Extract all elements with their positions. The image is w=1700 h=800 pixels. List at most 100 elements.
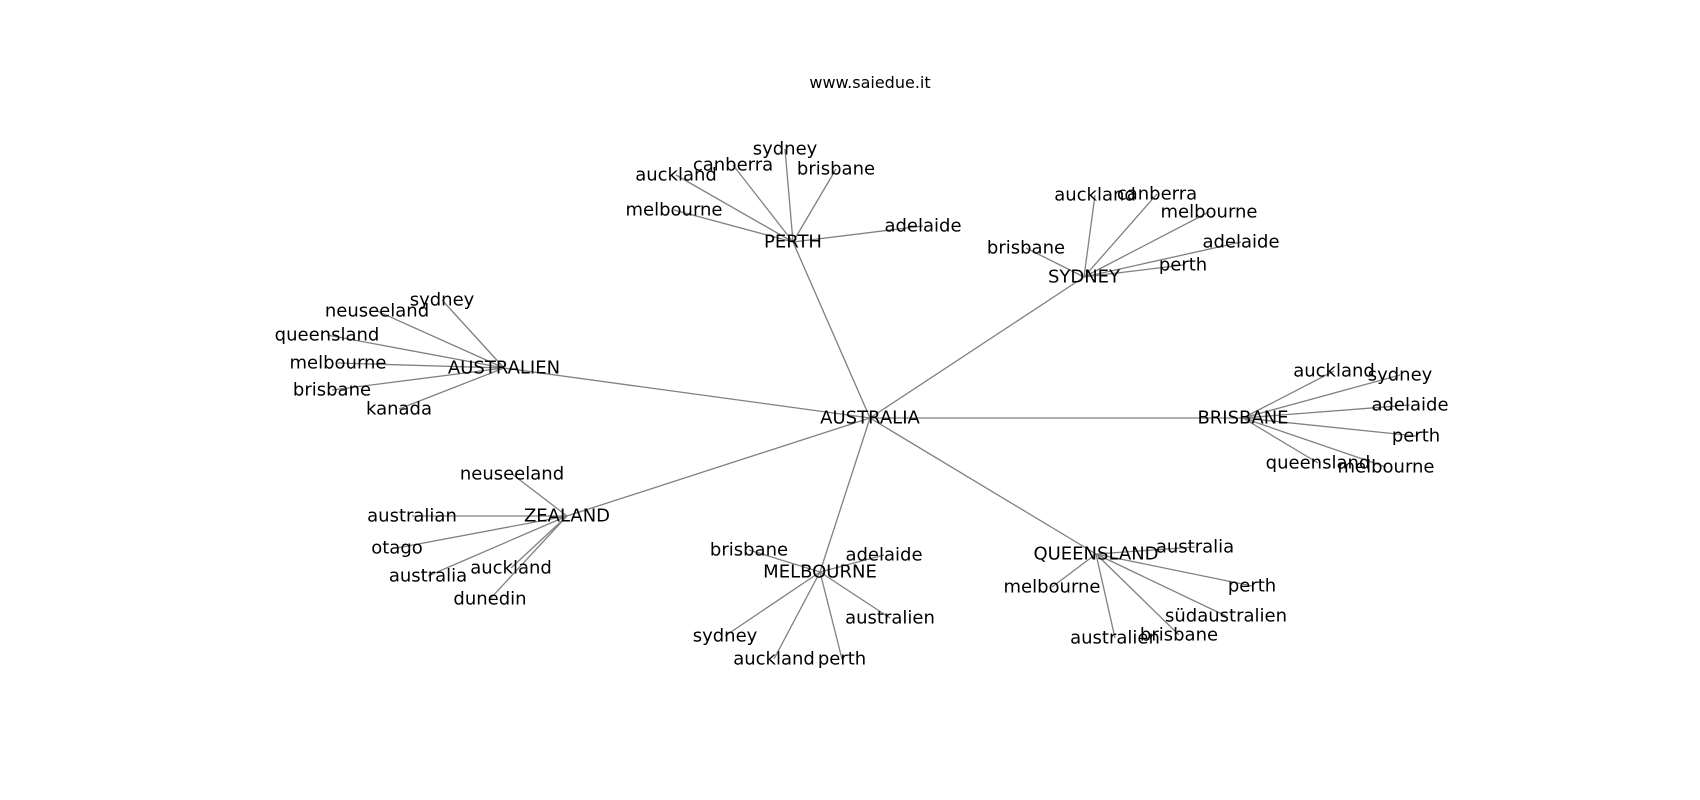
hub-node-label: AUSTRALIEN: [448, 358, 560, 379]
edge-hub-child: [819, 571, 843, 660]
edge-hub-child: [1095, 553, 1116, 639]
edge-root-hub: [869, 417, 1097, 555]
leaf-node-label: melbourne: [1160, 202, 1257, 223]
leaf-node-label: brisbane: [1140, 625, 1218, 646]
leaf-node-label: queensland: [275, 325, 380, 346]
edge-hub-child: [510, 515, 568, 569]
leaf-node-label: auckland: [1293, 361, 1375, 382]
leaf-node-label: brisbane: [797, 159, 875, 180]
leaf-node-label: melbourne: [1003, 577, 1100, 598]
leaf-node-label: australia: [1156, 537, 1234, 558]
leaf-node-label: brisbane: [710, 540, 788, 561]
edge-hub-child: [1242, 417, 1387, 468]
edge-hub-child: [1242, 404, 1411, 419]
leaf-node-label: australian: [367, 506, 457, 527]
leaf-node-label: neuseeland: [460, 464, 564, 485]
edge-hub-child: [773, 571, 821, 660]
leaf-node-label: auckland: [470, 558, 552, 579]
leaf-node-label: adelaide: [1371, 395, 1448, 416]
leaf-node-label: adelaide: [845, 545, 922, 566]
edge-hub-child: [792, 225, 924, 243]
edge-hub-child: [331, 367, 505, 391]
edge-hub-child: [1242, 374, 1401, 419]
leaf-node-label: melbourne: [1337, 457, 1434, 478]
leaf-node-label: brisbane: [293, 380, 371, 401]
leaf-node-label: otago: [371, 538, 423, 559]
leaf-node-label: australia: [389, 566, 467, 587]
edge-hub-child: [1083, 194, 1096, 278]
edge-hub-child: [1095, 553, 1227, 617]
edge-hub-child: [732, 164, 794, 243]
leaf-node-label: perth: [1392, 426, 1440, 447]
edge-hub-child: [441, 299, 505, 369]
edge-hub-child: [489, 515, 568, 600]
leaf-node-label: brisbane: [987, 238, 1065, 259]
edge-hub-child: [748, 549, 821, 573]
leaf-node-label: perth: [818, 649, 866, 670]
edge-hub-child: [819, 554, 885, 573]
edge-hub-child: [1242, 417, 1417, 437]
hub-node-label: ZEALAND: [524, 506, 610, 527]
edge-root-hub: [869, 276, 1085, 419]
leaf-node-label: sydney: [753, 139, 818, 160]
leaf-node-label: neuseeland: [325, 301, 429, 322]
edge-hub-child: [673, 209, 794, 243]
leaf-node-label: canberra: [1117, 184, 1197, 205]
edge-hub-child: [398, 367, 505, 410]
leaf-node-label: sydney: [693, 626, 758, 647]
edges: [326, 148, 1417, 660]
leaf-node-label: queensland: [1266, 453, 1371, 474]
hub-node-label: SYDNEY: [1048, 267, 1121, 288]
leaf-node-label: australien: [845, 608, 935, 629]
edge-root-hub: [566, 417, 871, 517]
edge-root-hub: [503, 367, 871, 419]
edge-hub-child: [511, 473, 568, 517]
leaf-node-label: canberra: [693, 155, 773, 176]
edge-hub-child: [396, 515, 568, 549]
leaf-node-label: auckland: [1054, 185, 1136, 206]
edge-hub-child: [1083, 211, 1210, 278]
leaf-node-label: adelaide: [1202, 232, 1279, 253]
edge-hub-child: [675, 174, 794, 243]
hub-node-label: BRISBANE: [1197, 408, 1288, 429]
hub-node-label: QUEENSLAND: [1033, 544, 1158, 565]
edge-root-hub: [792, 241, 871, 419]
leaf-node-label: auckland: [733, 649, 815, 670]
edge-hub-child: [1025, 247, 1085, 278]
edge-hub-child: [792, 168, 837, 243]
leaf-node-label: kanada: [366, 399, 432, 420]
edge-root-hub: [819, 417, 871, 573]
edge-hub-child: [724, 571, 821, 637]
edge-hub-child: [819, 571, 891, 619]
edge-hub-child: [1095, 553, 1180, 636]
edge-hub-child: [1242, 417, 1319, 464]
root-node-label: AUSTRALIA: [820, 408, 920, 429]
edge-hub-child: [427, 515, 568, 577]
edge-hub-child: [376, 310, 505, 369]
edge-hub-child: [326, 334, 505, 369]
edge-hub-child: [1083, 264, 1184, 278]
leaf-node-label: sydney: [410, 290, 475, 311]
leaf-node-label: sydney: [1368, 365, 1433, 386]
leaf-node-label: melbourne: [625, 200, 722, 221]
leaf-node-label: melbourne: [289, 353, 386, 374]
leaf-node-label: perth: [1159, 255, 1207, 276]
edge-hub-child: [784, 148, 794, 243]
edge-hub-child: [337, 362, 505, 369]
leaf-node-label: adelaide: [884, 216, 961, 237]
edge-hub-child: [1083, 193, 1158, 278]
edge-hub-child: [1095, 546, 1196, 555]
leaf-node-label: australien: [1070, 628, 1160, 649]
edge-hub-child: [1095, 553, 1253, 587]
edge-hub-child: [1242, 370, 1335, 419]
edge-hub-child: [1083, 241, 1242, 278]
leaf-node-label: perth: [1228, 576, 1276, 597]
site-title: www.saiedue.it: [809, 73, 930, 92]
hub-node-label: MELBOURNE: [763, 562, 877, 583]
edge-hub-child: [1051, 553, 1097, 588]
leaf-node-label: auckland: [635, 165, 717, 186]
leaf-node-label: dunedin: [453, 589, 526, 610]
hub-node-label: PERTH: [764, 232, 822, 253]
